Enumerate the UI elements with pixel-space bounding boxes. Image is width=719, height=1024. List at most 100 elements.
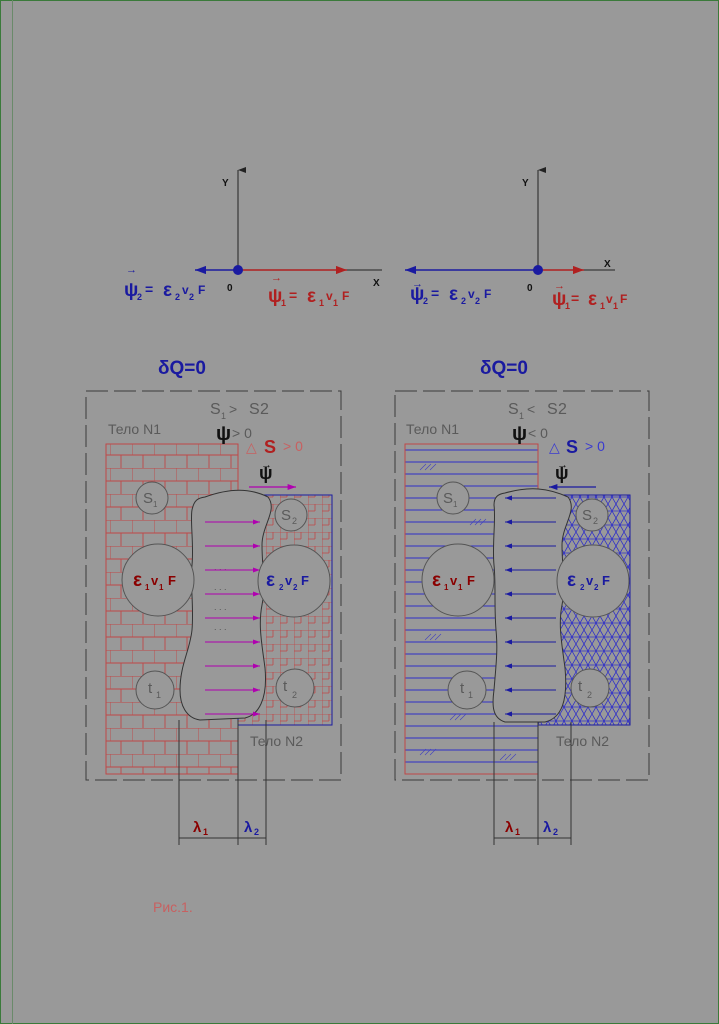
svg-text:=: = xyxy=(431,285,439,301)
top-right-axes: Y X 0 → ψ 2 = ε 2 v 2 F → ψ 1 = ε 1 v 1 … xyxy=(405,167,627,311)
contact-zone xyxy=(492,488,572,723)
svg-text:ε: ε xyxy=(163,280,172,301)
svg-text:1: 1 xyxy=(444,583,449,592)
heat-flow-arrows xyxy=(505,495,556,717)
s1-circle xyxy=(135,481,169,515)
svg-text:→: → xyxy=(261,459,272,471)
contact-dots: . . .. . .. . .. . . xyxy=(214,562,227,632)
psi-vector-label: → ψ xyxy=(555,459,569,483)
svg-text:2: 2 xyxy=(175,292,180,302)
svg-text:2: 2 xyxy=(593,516,598,526)
s1-label: S 1 xyxy=(443,490,458,509)
svg-text:S: S xyxy=(264,437,276,457)
svg-text:v: v xyxy=(586,573,594,588)
lambda-dimensions xyxy=(178,720,267,845)
y-label: Y xyxy=(522,178,529,189)
svg-text:2: 2 xyxy=(292,690,297,700)
lambda1-label: λ 1 xyxy=(193,819,208,837)
svg-text:=: = xyxy=(145,281,153,297)
left-diagram: δQ=0 . . .. . .. . .. . . xyxy=(85,358,342,845)
s1-circle xyxy=(436,481,470,515)
svg-text:S: S xyxy=(547,401,558,418)
t2-circle xyxy=(570,668,610,708)
svg-text:1: 1 xyxy=(156,690,161,700)
t2-label: t 2 xyxy=(283,678,297,700)
svg-text:1: 1 xyxy=(519,411,524,421)
svg-text:λ: λ xyxy=(543,819,552,836)
origin-dot xyxy=(533,265,543,275)
svg-text:F: F xyxy=(168,573,176,588)
s-relation: S 1 < S 2 xyxy=(508,401,567,421)
svg-text:F: F xyxy=(467,573,475,588)
origin-label: 0 xyxy=(227,283,233,294)
svg-text:. . .: . . . xyxy=(214,562,227,572)
svg-text:ψ: ψ xyxy=(259,463,273,483)
svg-text:S: S xyxy=(582,507,592,524)
y-label: Y xyxy=(222,178,229,189)
s2-label: S 2 xyxy=(582,507,598,526)
svg-text:v: v xyxy=(285,573,293,588)
svg-text:=: = xyxy=(289,287,297,303)
svg-text:2: 2 xyxy=(475,296,480,306)
svg-text:1: 1 xyxy=(333,298,338,308)
svg-text:1: 1 xyxy=(319,298,324,308)
svg-text:t: t xyxy=(283,678,288,695)
svg-text:△: △ xyxy=(549,439,560,455)
lambda2-label: λ 2 xyxy=(543,819,558,837)
svg-text:S: S xyxy=(443,490,453,507)
s2-label: S 2 xyxy=(281,507,297,526)
svg-text:S: S xyxy=(249,401,260,418)
origin-dot xyxy=(233,265,243,275)
svg-text:2: 2 xyxy=(594,583,599,592)
svg-text:S: S xyxy=(566,437,578,457)
svg-text:ψ: ψ xyxy=(410,284,424,305)
svg-text:v: v xyxy=(182,283,189,297)
svg-text:1: 1 xyxy=(458,583,463,592)
svg-text:λ: λ xyxy=(505,819,514,836)
ds-condition: △ S > 0 xyxy=(549,437,605,457)
system-boundary xyxy=(85,390,342,781)
s1-label: S 1 xyxy=(143,490,158,509)
s2-circle xyxy=(575,498,609,532)
body2-label: Тело N2 xyxy=(250,733,303,749)
heat-flow-arrows xyxy=(205,519,260,717)
svg-text:t: t xyxy=(578,678,583,695)
svg-text:S: S xyxy=(210,401,221,418)
svg-text:ψ: ψ xyxy=(124,280,138,301)
svg-text:ε: ε xyxy=(266,570,275,591)
svg-text:v: v xyxy=(606,292,613,306)
svg-text:λ: λ xyxy=(244,819,253,836)
svg-text:. . .: . . . xyxy=(214,582,227,592)
e2-circle xyxy=(556,544,630,618)
top-left-axes: Y X 0 → ψ 2 = ε 2 v 2 F → ψ 1 = ε 1 v 1 … xyxy=(124,167,382,308)
svg-text:> 0: > 0 xyxy=(585,438,605,454)
lambda1-label: λ 1 xyxy=(505,819,520,837)
svg-text:v: v xyxy=(468,287,475,301)
svg-text:< 0: < 0 xyxy=(528,425,548,441)
svg-text:t: t xyxy=(460,680,465,697)
body1-label: Тело N1 xyxy=(406,421,459,437)
svg-text:2: 2 xyxy=(553,827,558,837)
svg-text:ψ: ψ xyxy=(552,289,566,310)
svg-text:F: F xyxy=(602,573,610,588)
system-boundary xyxy=(394,390,650,781)
svg-text:<: < xyxy=(527,401,535,417)
x-label: X xyxy=(373,278,380,289)
e1-circle xyxy=(421,543,495,617)
svg-text:→: → xyxy=(271,272,282,284)
svg-text:1: 1 xyxy=(153,500,158,509)
svg-text:→: → xyxy=(126,264,137,276)
svg-text:S: S xyxy=(143,490,153,507)
svg-text:1: 1 xyxy=(613,301,618,311)
svg-text:1: 1 xyxy=(203,827,208,837)
svg-text:F: F xyxy=(198,283,205,297)
t1-circle xyxy=(135,670,175,710)
svg-text:ε: ε xyxy=(449,284,458,305)
t1-label: t 1 xyxy=(148,680,161,700)
svg-text:2: 2 xyxy=(461,296,466,306)
e2-label: ε 2 v 2 F xyxy=(266,570,309,592)
svg-text:S: S xyxy=(281,507,291,524)
svg-text:2: 2 xyxy=(558,401,567,418)
svg-text:λ: λ xyxy=(193,819,202,836)
right-diagram: δQ=0 xyxy=(394,358,650,845)
